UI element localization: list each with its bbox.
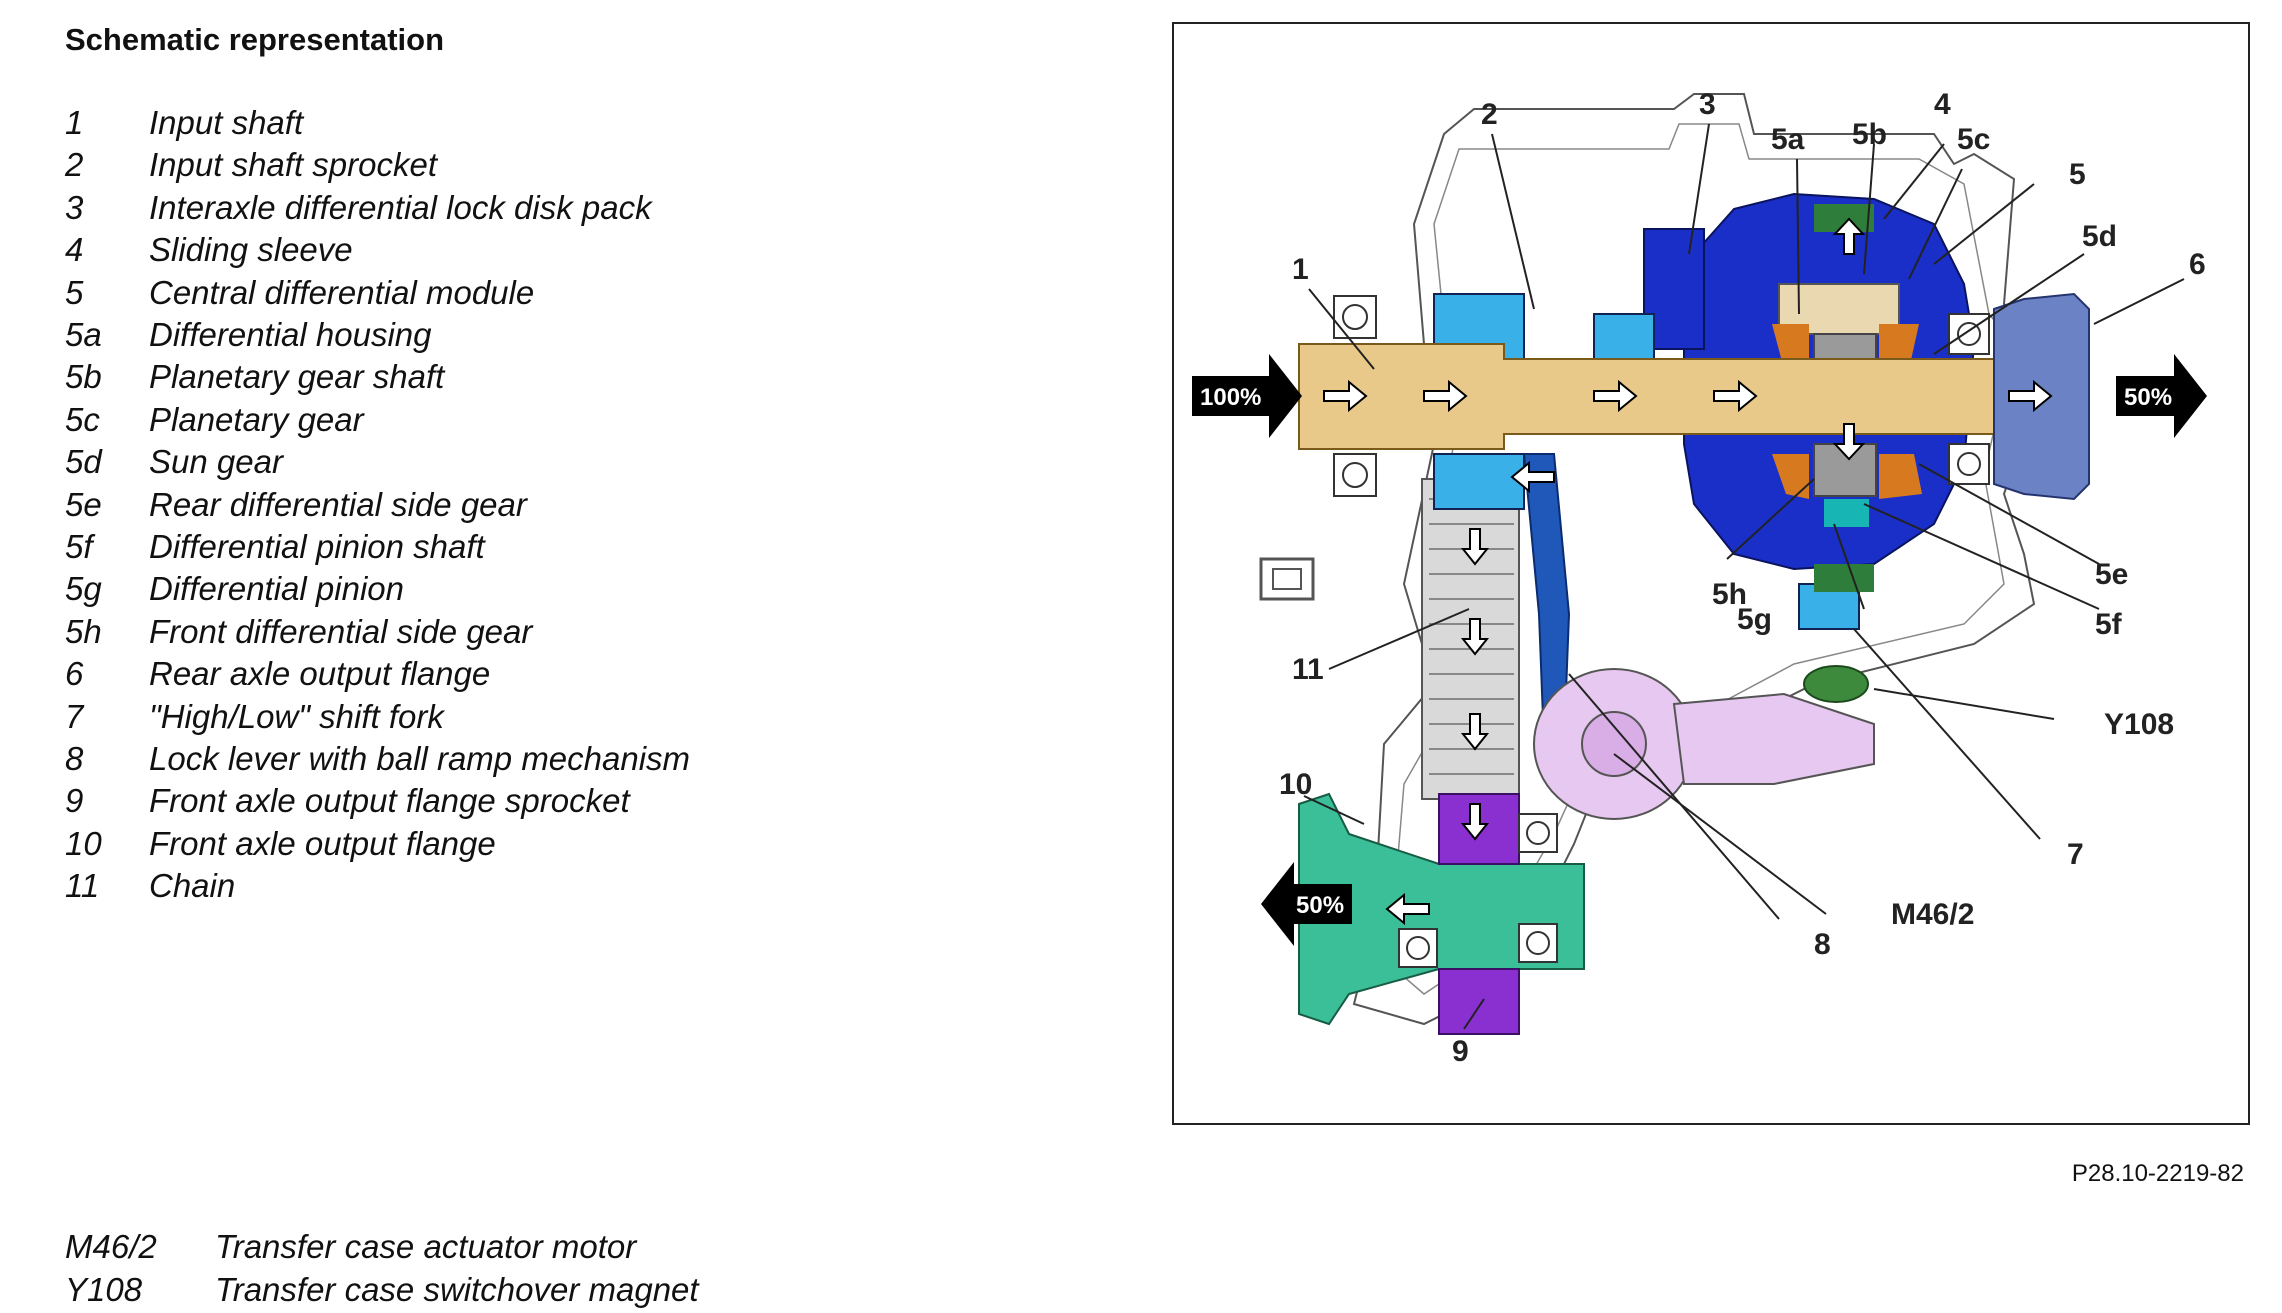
callout-11: 11 [1292, 653, 1324, 686]
legend-description: Sliding sleeve [149, 231, 353, 269]
differential-pinion-lower-left [1772, 454, 1809, 499]
bearings [1333, 295, 1990, 968]
legend-description: Front axle output flange [149, 824, 496, 862]
legend-description: Rear axle output flange [149, 655, 491, 693]
transfer-case-diagram: 100% 50% 50% [1172, 22, 2250, 1125]
callout-5: 5 [2069, 158, 2086, 191]
legend-description: Lock lever with ball ramp mechanism [149, 740, 691, 777]
differential-pinion-upper-right [1879, 324, 1919, 369]
legend-description: Planetary gear [149, 400, 364, 438]
legend-code: 5h [65, 612, 102, 650]
callout-5b: 5b [1852, 118, 1887, 151]
legend-code: Y108 [65, 1271, 143, 1308]
differential-pinion-upper-left [1772, 324, 1809, 369]
page-title: Schematic representation [65, 22, 445, 57]
legend-code: 11 [65, 867, 100, 905]
actuator-motor-housing [1672, 692, 1875, 785]
legend-code: 4 [65, 231, 84, 269]
sliding-sleeve-lower [1814, 564, 1874, 592]
front-output-arrow: 50% [1261, 862, 1352, 946]
figure-reference: P28.10-2219-82 [2071, 1160, 2244, 1187]
callout-5g: 5g [1737, 603, 1772, 636]
legend-code: 6 [65, 655, 84, 693]
callout-3: 3 [1699, 88, 1716, 121]
legend-code: 5e [65, 485, 102, 523]
callout-5f: 5f [2095, 608, 2123, 641]
callout-2: 2 [1481, 98, 1498, 131]
legend-description: Differential pinion [149, 570, 404, 608]
legend-description: Front axle output flange sprocket [149, 782, 630, 820]
legend-code: 3 [65, 188, 84, 226]
callout-5h: 5h [1712, 578, 1747, 611]
front-output-percent-label: 50% [1296, 892, 1344, 919]
legend-description: Input shaft sprocket [149, 146, 437, 184]
legend-description: Transfer case switchover magnet [215, 1271, 699, 1308]
lock-disk-pack-inner [1593, 313, 1655, 360]
legend-description: Transfer case actuator motor [215, 1228, 637, 1265]
front-axle-flange [1298, 792, 1585, 1026]
differential-pinion-lower-right [1879, 454, 1922, 499]
legend-description: "High/Low" shift fork [149, 697, 444, 735]
legend-code: 5f [65, 528, 93, 565]
power-flow-arrows [1323, 217, 2053, 926]
legend-description: Planetary gear shaft [149, 358, 445, 396]
differential-pinion-shaft [1824, 499, 1869, 527]
legend-description: Chain [149, 867, 236, 905]
legend-description: Front differential side gear [149, 612, 533, 650]
housing-bracket [1259, 557, 1315, 601]
legend-description: Differential housing [149, 316, 432, 353]
callout-4: 4 [1934, 88, 1951, 121]
input-percent-label: 100% [1200, 384, 1261, 411]
legend-code: 9 [65, 782, 84, 820]
legend-description: Interaxle differential lock disk pack [149, 188, 652, 226]
callout-8: 8 [1814, 928, 1831, 961]
actuator-motor-hub [1581, 711, 1647, 777]
callout-5e: 5e [2095, 558, 2128, 591]
input-power-arrow: 100% [1192, 354, 1302, 438]
switchover-magnet [1803, 665, 1869, 703]
callout-Y108: Y108 [2104, 708, 2174, 741]
diagram-svg: 100% 50% 50% [1192, 88, 2207, 1068]
callout-M462: M46/2 [1891, 898, 1974, 931]
housing-bracket-inner [1272, 568, 1302, 590]
legend-code: 5b [65, 358, 102, 396]
legend-code: 5c [65, 400, 100, 438]
callout-5c: 5c [1957, 123, 1990, 156]
input-shaft-sprocket-lower [1433, 453, 1525, 510]
legend-code: M46/2 [65, 1228, 157, 1265]
input-shaft [1298, 343, 1995, 450]
callout-6: 6 [2189, 248, 2206, 281]
callout-9: 9 [1452, 1035, 1469, 1068]
callout-5d: 5d [2082, 220, 2117, 253]
legend-code: 2 [65, 146, 84, 184]
callout-labels: 1 2 3 5a 5b 4 5c 5 5d 6 5e 5f 5g 5h 11 Y… [1279, 88, 2206, 1068]
legend-description: Input shaft [149, 104, 304, 141]
legend-code: 10 [65, 824, 102, 862]
legend-code: 5a [65, 316, 102, 353]
legend-description: Differential pinion shaft [149, 528, 485, 565]
legend-code: 5 [65, 273, 84, 311]
legend-description: Rear differential side gear [149, 485, 527, 523]
front-axle-sprocket-lower [1438, 968, 1520, 1035]
callout-10: 10 [1279, 768, 1312, 801]
legend-code: 5g [65, 570, 102, 608]
legend-description: Sun gear [149, 443, 283, 481]
legend-code: 8 [65, 740, 84, 777]
callout-7: 7 [2067, 838, 2084, 871]
legend-code: 5d [65, 443, 102, 481]
leader-lines [1303, 123, 2185, 1030]
legend-code: 1 [65, 104, 84, 141]
rear-output-arrow: 50% [2116, 354, 2207, 438]
callout-1: 1 [1292, 253, 1309, 286]
legend-description: Central differential module [149, 273, 535, 311]
legend-code: 7 [65, 697, 84, 735]
callout-5a: 5a [1771, 123, 1805, 156]
rear-output-percent-label: 50% [2124, 384, 2172, 411]
